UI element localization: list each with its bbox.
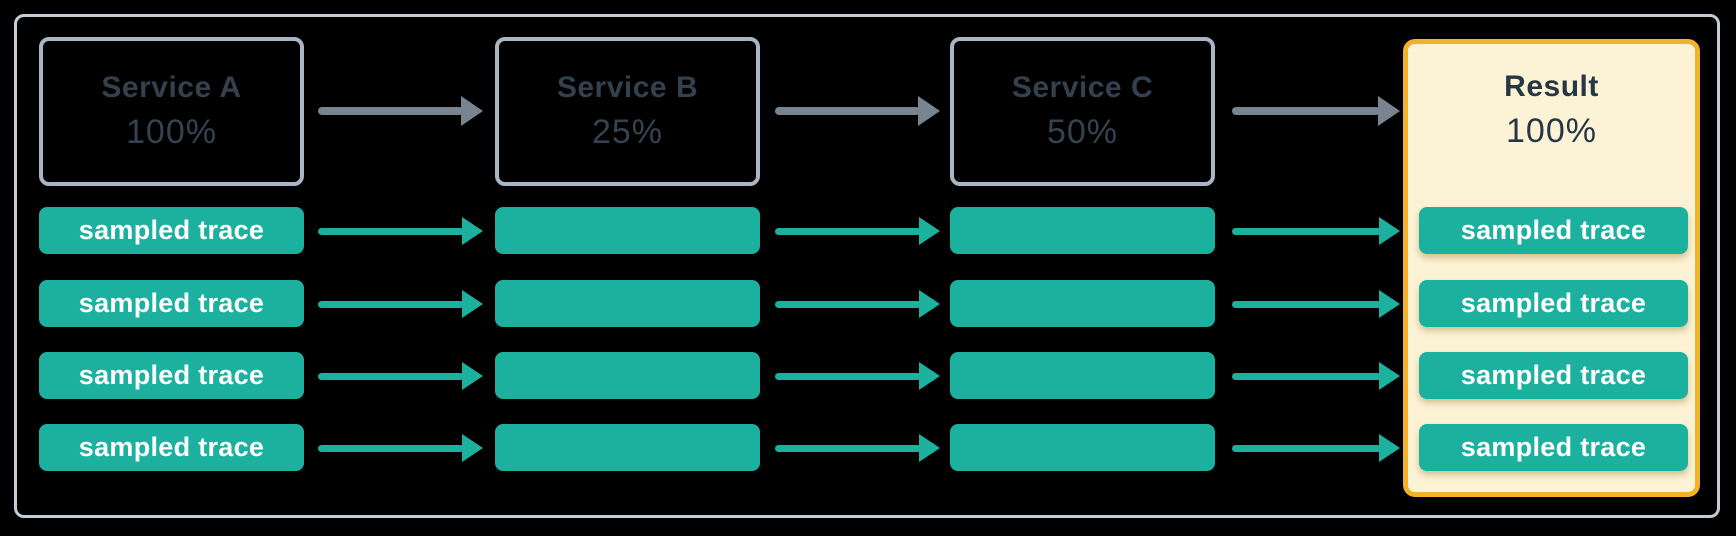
arrow-head-icon: [1379, 362, 1400, 390]
arrow-shaft: [318, 444, 464, 452]
trace-arrow-b-c-row-1: [775, 217, 940, 245]
arrow-shaft: [318, 300, 464, 308]
sampled-trace-label: sampled trace: [78, 432, 265, 462]
arrow-shaft: [775, 372, 921, 380]
arrow-head-icon: [462, 434, 483, 462]
sampled-trace-label: sampled trace: [78, 288, 265, 318]
trace-bar-service-b-row-4: [495, 424, 760, 471]
service-c-box: Service C 50%: [950, 37, 1215, 186]
arrow-head-icon: [462, 290, 483, 318]
trace-arrow-b-c-row-3: [775, 362, 940, 390]
arrow-head-icon: [919, 362, 940, 390]
trace-bar-service-c-row-2: [950, 280, 1215, 327]
service-b-title: Service B: [556, 71, 699, 105]
sampled-trace-label: sampled trace: [1460, 360, 1647, 390]
trace-arrow-a-b-row-2: [318, 290, 483, 318]
trace-arrow-a-b-row-1: [318, 217, 483, 245]
service-a-title: Service A: [101, 71, 242, 105]
trace-bar-service-b-row-3: [495, 352, 760, 399]
diagram-frame: [14, 14, 1720, 518]
service-flow-arrow-b-c: [775, 96, 940, 126]
trace-bar-service-a-row-1: sampled trace: [39, 207, 304, 254]
trace-bar-service-a-row-2: sampled trace: [39, 280, 304, 327]
arrow-head-icon: [1379, 290, 1400, 318]
service-a-sample-rate: 100%: [126, 113, 217, 152]
arrow-shaft: [1232, 107, 1380, 115]
sampled-trace-label: sampled trace: [78, 360, 265, 390]
arrow-head-icon: [1378, 96, 1400, 126]
trace-bar-service-a-row-4: sampled trace: [39, 424, 304, 471]
arrow-head-icon: [1379, 217, 1400, 245]
trace-arrow-c-result-row-2: [1232, 290, 1400, 318]
arrow-head-icon: [919, 434, 940, 462]
trace-arrow-c-result-row-1: [1232, 217, 1400, 245]
trace-bar-service-c-row-3: [950, 352, 1215, 399]
service-flow-arrow-a-b: [318, 96, 483, 126]
arrow-head-icon: [462, 362, 483, 390]
trace-bar-result-row-1: sampled trace: [1419, 207, 1688, 254]
arrow-head-icon: [461, 96, 483, 126]
arrow-shaft: [775, 107, 920, 115]
arrow-head-icon: [919, 217, 940, 245]
arrow-shaft: [1232, 372, 1381, 380]
arrow-shaft: [318, 107, 463, 115]
trace-bar-result-row-4: sampled trace: [1419, 424, 1688, 471]
service-c-title: Service C: [1011, 71, 1154, 105]
result-title: Result: [1504, 70, 1599, 103]
trace-arrow-c-result-row-4: [1232, 434, 1400, 462]
trace-arrow-b-c-row-2: [775, 290, 940, 318]
trace-arrow-c-result-row-3: [1232, 362, 1400, 390]
arrow-shaft: [318, 372, 464, 380]
service-b-sample-rate: 25%: [591, 113, 664, 152]
sampled-trace-label: sampled trace: [1460, 215, 1647, 245]
trace-bar-result-row-3: sampled trace: [1419, 352, 1688, 399]
trace-bar-service-b-row-1: [495, 207, 760, 254]
trace-bar-service-a-row-3: sampled trace: [39, 352, 304, 399]
arrow-shaft: [1232, 300, 1381, 308]
result-box: Result 100% sampled trace sampled trace …: [1403, 39, 1700, 497]
sampled-trace-label: sampled trace: [1460, 432, 1647, 462]
trace-arrow-a-b-row-4: [318, 434, 483, 462]
arrow-shaft: [775, 227, 921, 235]
trace-bar-service-c-row-1: [950, 207, 1215, 254]
arrow-head-icon: [918, 96, 940, 126]
result-sample-rate: 100%: [1506, 112, 1597, 150]
service-a-box: Service A 100%: [39, 37, 304, 186]
arrow-shaft: [775, 444, 921, 452]
trace-bar-service-c-row-4: [950, 424, 1215, 471]
trace-arrow-a-b-row-3: [318, 362, 483, 390]
arrow-head-icon: [1379, 434, 1400, 462]
trace-arrow-b-c-row-4: [775, 434, 940, 462]
sampled-trace-label: sampled trace: [78, 215, 265, 245]
trace-bar-result-row-2: sampled trace: [1419, 280, 1688, 327]
arrow-shaft: [318, 227, 464, 235]
arrow-shaft: [1232, 227, 1381, 235]
service-b-box: Service B 25%: [495, 37, 760, 186]
service-c-sample-rate: 50%: [1046, 113, 1119, 152]
arrow-shaft: [1232, 444, 1381, 452]
sampled-trace-label: sampled trace: [1460, 288, 1647, 318]
arrow-head-icon: [919, 290, 940, 318]
service-flow-arrow-c-result: [1232, 96, 1400, 126]
trace-bar-service-b-row-2: [495, 280, 760, 327]
arrow-shaft: [775, 300, 921, 308]
arrow-head-icon: [462, 217, 483, 245]
